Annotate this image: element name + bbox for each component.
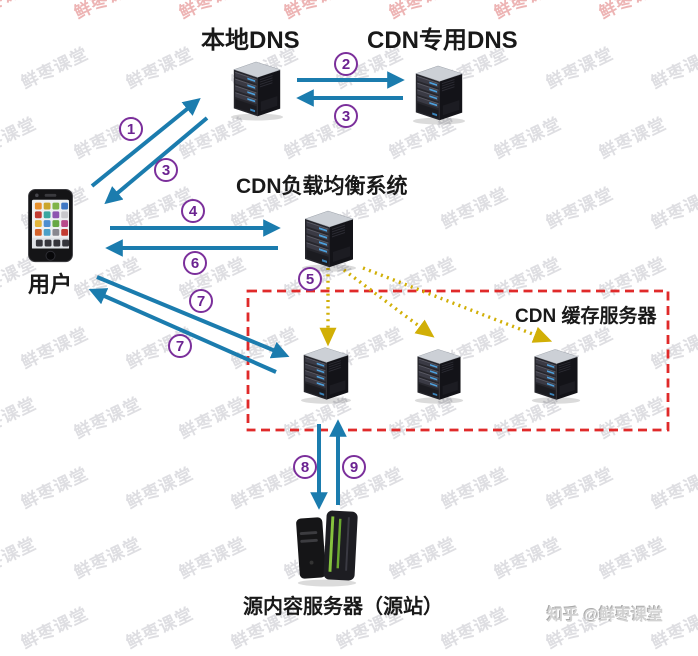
step-badge-5: 5 [298, 267, 322, 291]
zhihu-credit: 知乎 @鲜枣课堂 [547, 607, 664, 624]
local-dns-server-icon [228, 56, 286, 122]
user-phone [27, 188, 74, 266]
label-load-balancer: CDN负载均衡系统 [236, 175, 408, 198]
cache-server-3-icon [529, 344, 583, 405]
step-badge-8: 8 [293, 455, 317, 479]
step-badge-6: 6 [183, 251, 207, 275]
label-origin-server: 源内容服务器（源站） [243, 596, 443, 618]
arrow-line [90, 97, 201, 188]
step-badge-3: 3 [334, 104, 358, 128]
step-badge-7: 7 [168, 334, 192, 358]
label-local-dns: 本地DNS [201, 27, 300, 54]
arrow-line [104, 116, 209, 205]
dotted-arrow-line [362, 266, 553, 343]
step-badge-1: 1 [119, 117, 143, 141]
cache-server-2-icon [412, 344, 466, 405]
step-badge-7: 7 [189, 289, 213, 313]
step-badge-4: 4 [181, 199, 205, 223]
step-badge-9: 9 [342, 455, 366, 479]
dotted-arrow-line [342, 268, 435, 338]
origin-server-icon [292, 506, 362, 588]
label-cache-box: CDN 缓存服务器 [515, 306, 657, 327]
step-badge-2: 2 [334, 52, 358, 76]
label-cdn-dns: CDN专用DNS [367, 27, 518, 54]
load-balancer-server-icon [299, 205, 359, 273]
cdn-dns-server-icon [410, 60, 468, 126]
step-badge-3: 3 [154, 158, 178, 182]
arrow-line [88, 288, 277, 374]
label-user: 用户 [28, 272, 73, 297]
cache-server-1-icon [298, 342, 354, 405]
arrow-line [96, 275, 290, 359]
